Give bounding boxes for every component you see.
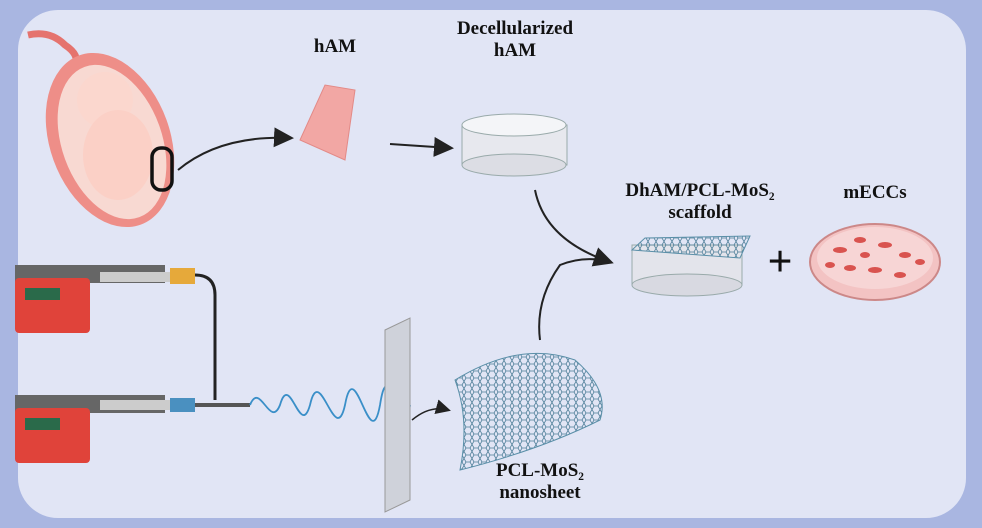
arrow-decell-to-scaffold — [534, 189, 614, 267]
label-decellularized-line2: hAM — [493, 40, 537, 61]
scaffold-dish — [630, 235, 751, 297]
selection-highlight — [150, 146, 174, 192]
label-scaffold-line2: scaffold — [668, 202, 732, 223]
decellularized-ham-dish — [461, 113, 568, 177]
syringe-pump-top — [15, 265, 195, 333]
syringe-pump-bottom — [15, 395, 195, 463]
ham-tissue-icon — [299, 84, 356, 161]
label-nanosheet-line2: nanosheet — [499, 482, 581, 503]
collector-plate — [384, 317, 411, 513]
arrow-nanosheet-to-scaffold — [538, 258, 611, 341]
nanosheet-mesh — [454, 352, 603, 471]
label-ham: hAM — [313, 36, 357, 57]
label-decellularized-line1: Decellularized — [456, 18, 574, 39]
plus-sign: + — [767, 237, 793, 286]
label-decellularized: Decellularized hAM — [440, 18, 590, 62]
label-scaffold: DhAM/PCL-MoS₂ scaffold — [610, 180, 790, 224]
arrow-to-nanosheet — [411, 399, 451, 421]
tubing — [194, 273, 217, 400]
label-meccs: mECCs — [843, 182, 907, 203]
label-scaffold-line1: DhAM/PCL-MoS₂ — [625, 180, 775, 201]
arrow-ham-to-decell — [389, 136, 454, 157]
meccs-petri-dish — [809, 223, 941, 301]
arrow-uterus-to-ham — [177, 127, 294, 171]
pregnant-uterus-illustration — [27, 30, 175, 228]
label-nanosheet: PCL-MoS₂ nanosheet — [480, 460, 600, 504]
label-nanosheet-line1: PCL-MoS₂ — [495, 460, 585, 481]
